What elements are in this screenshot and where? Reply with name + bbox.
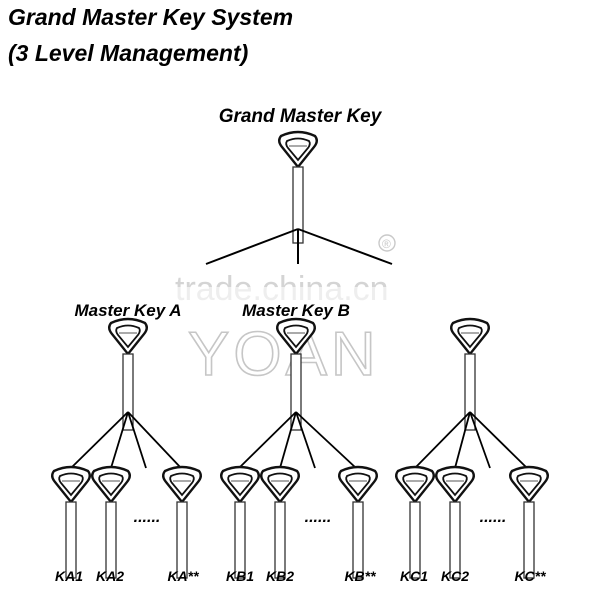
group-c-ellipsis: ...... bbox=[480, 509, 507, 526]
change-key-label: KB2 bbox=[266, 568, 294, 584]
group-b-ellipsis: ...... bbox=[305, 509, 332, 526]
change-key-ka1-icon bbox=[51, 465, 91, 580]
change-key-ka2-icon bbox=[91, 465, 131, 580]
change-key-label: KA** bbox=[167, 568, 199, 584]
group-a-ellipsis: ...... bbox=[134, 509, 161, 526]
change-key-kc1-icon bbox=[395, 465, 435, 580]
grand-master-key-icon bbox=[278, 130, 318, 245]
registered-mark: ® bbox=[382, 237, 391, 251]
change-key-label: KC1 bbox=[400, 568, 428, 584]
label-blur-band bbox=[55, 287, 530, 311]
change-key-label: KB1 bbox=[226, 568, 254, 584]
change-key-kb2-icon bbox=[260, 465, 300, 580]
level2-connectors bbox=[70, 411, 528, 469]
registered-circle bbox=[378, 234, 396, 252]
master-key-b-label: Master Key B bbox=[242, 301, 350, 320]
change-key-label: KA1 bbox=[55, 568, 83, 584]
level1-connectors bbox=[205, 228, 393, 265]
diagram-subtitle: (3 Level Management) bbox=[8, 40, 249, 66]
change-key-label: KB** bbox=[344, 568, 376, 584]
diagram-title: Grand Master Key System bbox=[8, 4, 294, 30]
grand-master-key-label: Grand Master Key bbox=[219, 106, 383, 127]
change-key-kb1-icon bbox=[220, 465, 260, 580]
change-key-label: KA2 bbox=[96, 568, 124, 584]
change-key-ka-more-icon bbox=[162, 465, 202, 580]
change-key-label: KC** bbox=[514, 568, 546, 584]
change-key-label: KC2 bbox=[441, 568, 469, 584]
change-key-kc2-icon bbox=[435, 465, 475, 580]
change-key-kc-more-icon bbox=[509, 465, 549, 580]
change-key-kb-more-icon bbox=[338, 465, 378, 580]
master-key-a-label: Master Key A bbox=[74, 301, 181, 320]
